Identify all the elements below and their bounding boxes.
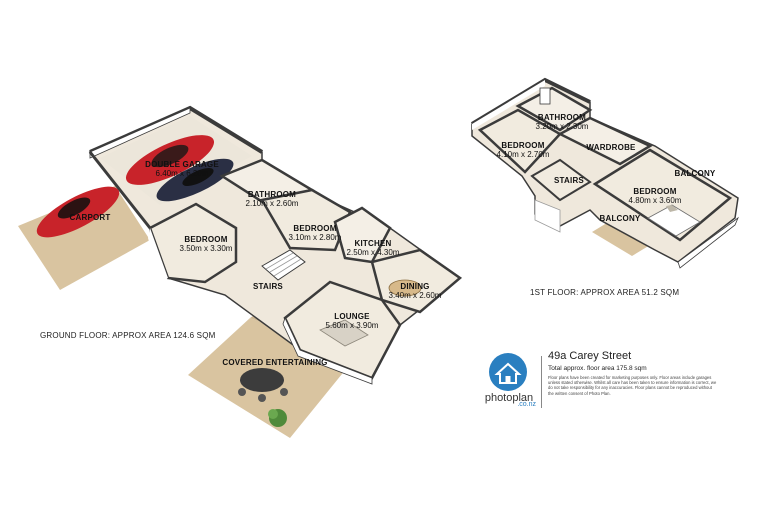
room-dimensions: 3.10m x 2.80m [288, 233, 342, 242]
stairs-ground-icon [261, 249, 306, 281]
car-dark-garage-icon [156, 158, 234, 202]
car-red-garage-icon [125, 135, 215, 185]
potted-plant-icon [268, 409, 287, 427]
label-balcony-east: BALCONY [675, 169, 716, 178]
room-name: BEDROOM [633, 187, 677, 196]
ground-floor-area-label: GROUND FLOOR: APPROX AREA 124.6 SQM [40, 331, 216, 340]
stairs-upper-icon [530, 158, 592, 233]
label-wardrobe: WARDROBE [586, 143, 635, 152]
car-red-carport-icon [36, 186, 120, 238]
room-dimensions: 3.40m x 2.60m [388, 291, 442, 300]
room-dimensions: 4.10m x 2.70m [496, 150, 550, 159]
room-name: COVERED ENTERTAINING [222, 358, 328, 367]
sofa-icon [319, 319, 369, 347]
room-dimensions: 2.50m x 4.30m [346, 248, 400, 257]
logo-wordmark: photoplan .co.nz [478, 392, 540, 408]
room-name: KITCHEN [354, 239, 392, 248]
room-name: BEDROOM [501, 141, 545, 150]
label-bedroom-west: BEDROOM 3.50m x 3.30m [180, 235, 233, 253]
kitchen-room [333, 206, 392, 264]
ground-floor-plan [18, 105, 463, 438]
room-name: WARDROBE [586, 143, 636, 152]
label-upper-stairs: STAIRS [554, 176, 584, 185]
label-balcony-south: BALCONY [600, 214, 641, 223]
room-name: LOUNGE [334, 312, 370, 321]
label-kitchen: KITCHEN 2.50m x 4.30m [347, 239, 400, 257]
room-dimensions: 2.10m x 2.60m [245, 199, 299, 208]
label-bedroom-central: BEDROOM 3.10m x 2.80m [289, 224, 342, 242]
wardrobe-room [557, 116, 653, 166]
carport-floor [18, 186, 150, 290]
label-lounge: LOUNGE 5.60m x 3.90m [326, 312, 379, 330]
room-name: BEDROOM [293, 224, 337, 233]
room-dimensions: 3.50m x 3.30m [179, 244, 233, 253]
room-name: BALCONY [599, 214, 641, 223]
room-name: STAIRS [554, 176, 584, 185]
disclaimer-text: Floor plans have been created for market… [548, 375, 717, 396]
first-floor-plan [470, 77, 739, 269]
room-name: BATHROOM [247, 190, 297, 199]
branding-block: photoplan .co.nz 49a Carey Street Total … [478, 350, 748, 412]
logo-word: photoplan [484, 392, 534, 404]
house-logo-icon [489, 353, 527, 391]
label-bathroom: BATHROOM 2.10m x 2.60m [246, 190, 299, 208]
label-upper-bedroom-west: BEDROOM 4.10m x 2.70m [497, 141, 550, 159]
dining-table-icon [388, 279, 422, 297]
label-upper-bathroom: BATHROOM 3.20m x 2.30m [536, 113, 589, 131]
room-name: BALCONY [674, 169, 716, 178]
room-name: BEDROOM [184, 235, 228, 244]
room-name: BATHROOM [537, 113, 587, 122]
room-dimensions: 6.40m x 6.20m [155, 169, 209, 178]
outdoor-table-icon [238, 368, 288, 402]
room-name: STAIRS [253, 282, 283, 291]
room-dimensions: 5.60m x 3.90m [325, 321, 379, 330]
property-address: 49a Carey Street [548, 350, 632, 362]
room-dimensions: 3.20m x 2.30m [535, 122, 589, 131]
total-floor-area: Total approx. floor area 175.8 sqm [548, 365, 647, 372]
branding-divider [541, 356, 542, 408]
dining-room [370, 248, 463, 314]
room-name: CARPORT [69, 213, 111, 222]
room-name: DOUBLE GARAGE [145, 160, 219, 169]
label-carport: CARPORT [70, 213, 111, 222]
first-floor-area-label: 1ST FLOOR: APPROX AREA 51.2 SQM [530, 288, 680, 297]
label-double-garage: DOUBLE GARAGE 6.40m x 6.20m [145, 160, 219, 178]
label-stairs: STAIRS [253, 282, 283, 291]
label-dining: DINING 3.40m x 2.60m [389, 282, 442, 300]
bedroom-upper-east-room [592, 148, 733, 242]
logo-suffix: .co.nz [517, 401, 536, 408]
room-name: DINING [400, 282, 430, 291]
room-dimensions: 4.80m x 3.60m [628, 196, 682, 205]
label-upper-bedroom-east: BEDROOM 4.80m x 3.60m [629, 187, 682, 205]
label-covered-entertaining: COVERED ENTERTAINING [222, 358, 327, 367]
bed-icon [647, 204, 701, 237]
